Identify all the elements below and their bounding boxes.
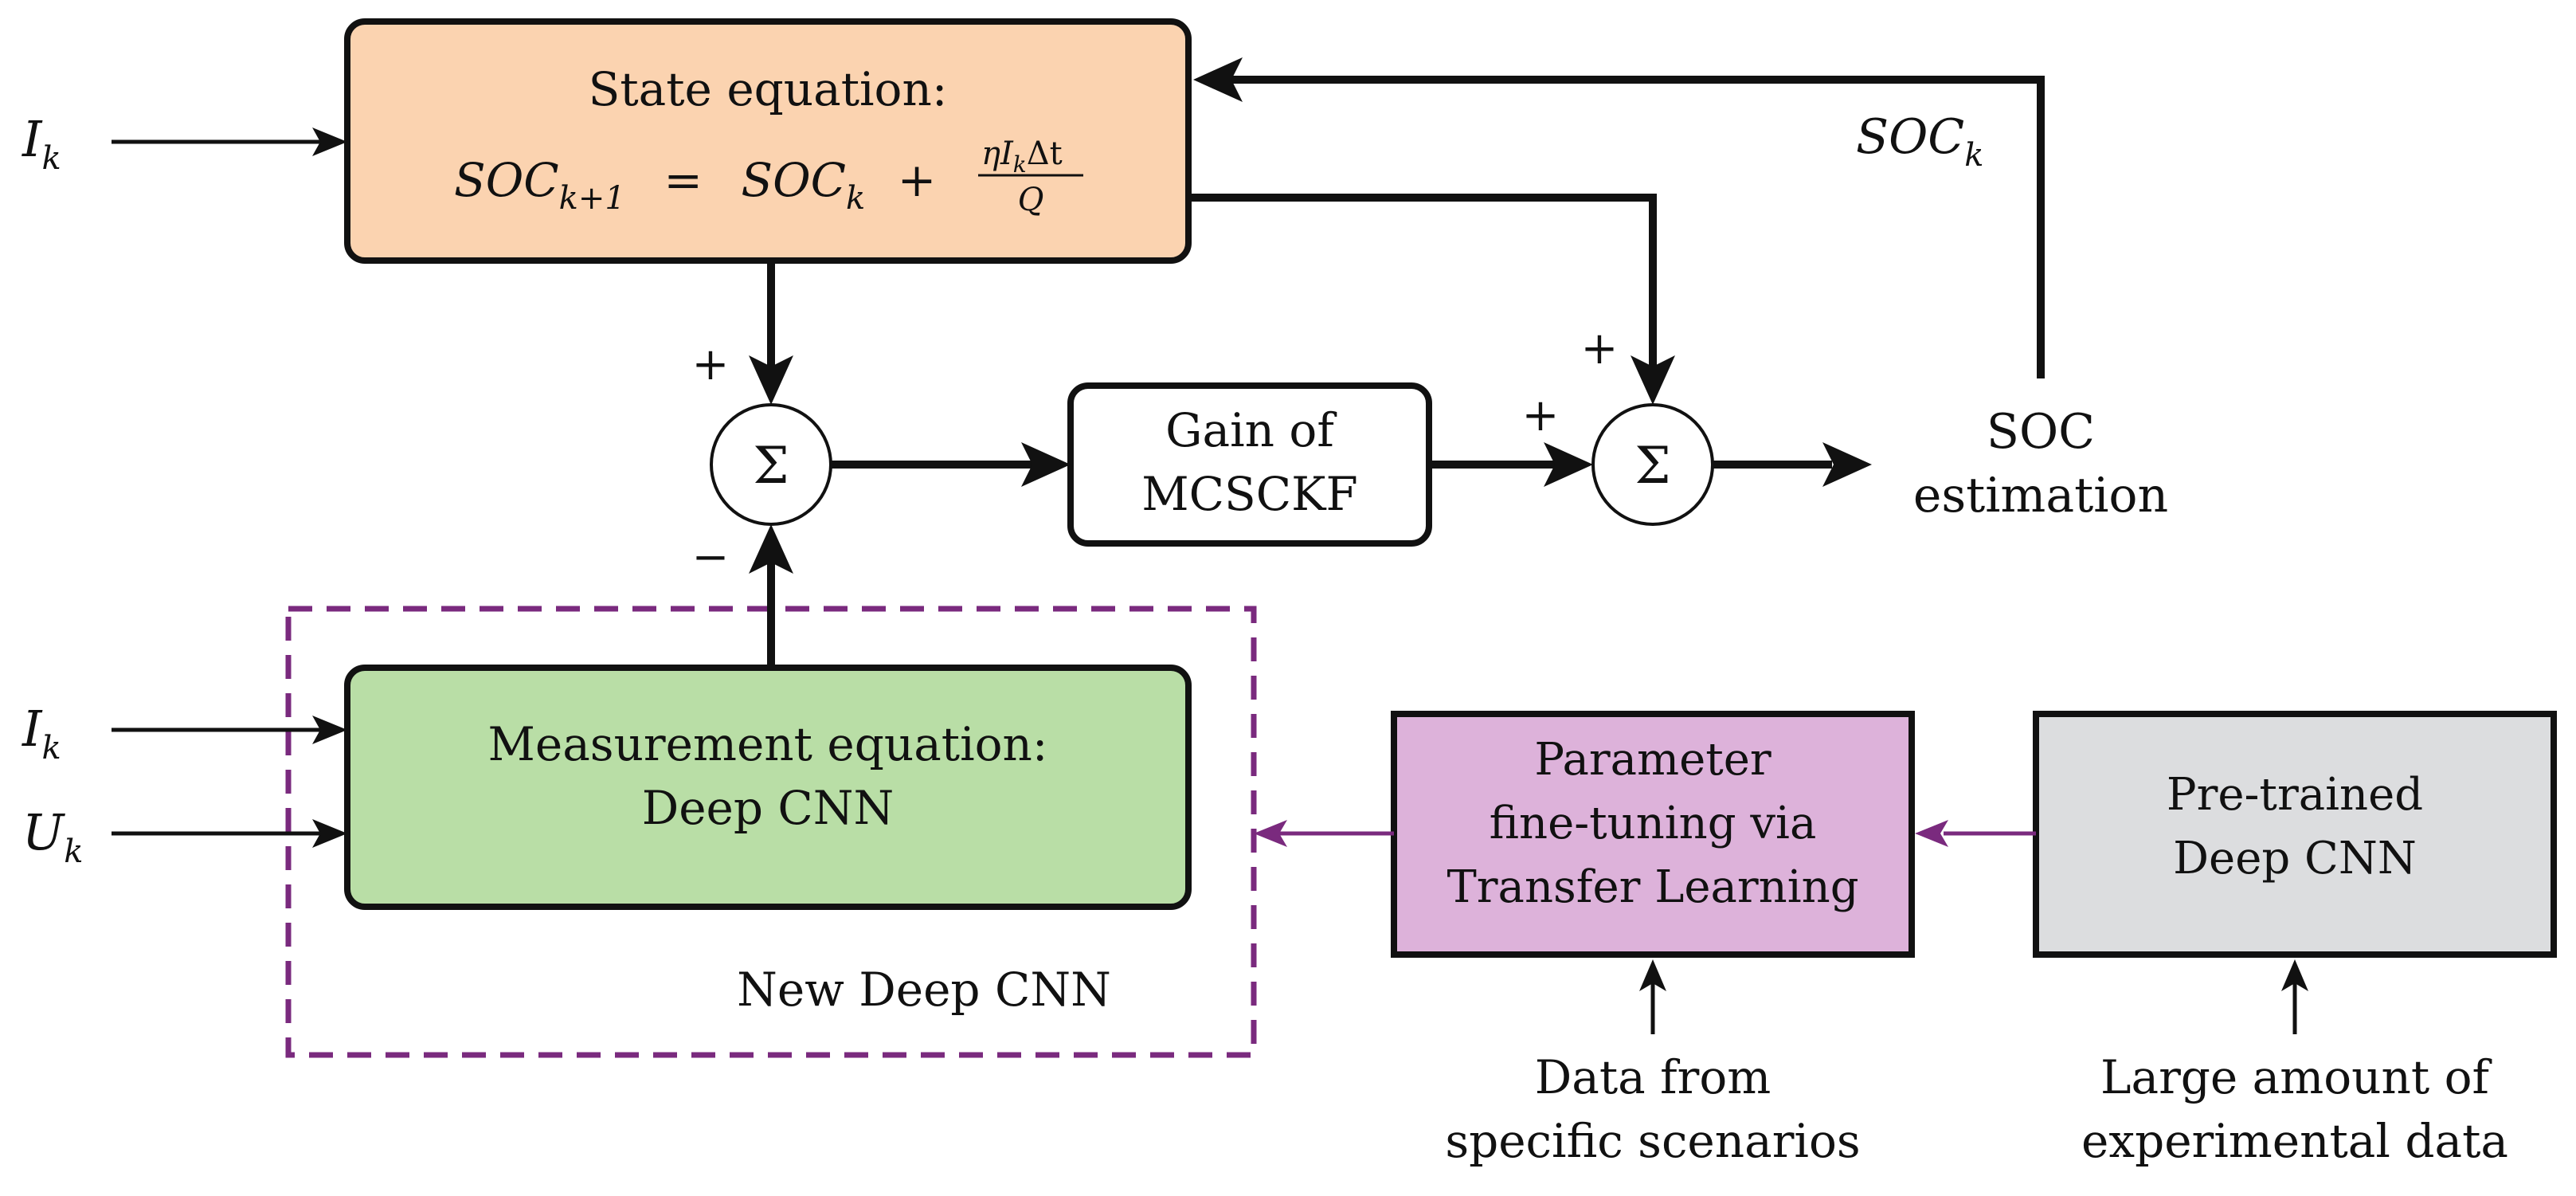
data-specific-line2: specific scenarios [1445,1114,1860,1168]
measurement-equation-block [344,665,1192,910]
pretrained-to-transfer-arrowhead [1915,820,1948,847]
measurement-title: Measurement equation: [488,717,1048,771]
sum2-symbol: Σ [1634,437,1670,496]
state-to-sum2-arrowhead [1631,355,1675,405]
data-large-line2: experimental data [2081,1114,2508,1168]
uk-label: Uk [22,803,84,870]
output-arrowhead [1822,442,1872,487]
uk-arrowhead [312,819,347,848]
output-line2: estimation [1913,468,2168,523]
gain-line1: Gain of [1165,403,1337,457]
sum1-to-gain-arrowhead [1021,442,1071,487]
sum2-plus-top-sign: + [1581,323,1619,374]
feedback-label: SOCk [1856,109,1983,174]
data-specific-arrowhead [1639,959,1666,991]
transfer-line2: fine-tuning via [1490,798,1817,849]
transfer-line1: Parameter [1534,734,1771,786]
feedback-arrowhead [1193,57,1243,102]
state-to-sum2-line [1188,194,1657,374]
sum2-plus-left-sign: + [1522,390,1560,441]
ik-bottom-label: Ik [22,700,61,767]
gain-to-sum2-arrowhead [1544,442,1593,487]
pretrained-line1: Pre-trained [2167,769,2423,821]
new-deep-cnn-label: New Deep CNN [737,963,1111,1017]
gain-line2: MCSCKF [1141,467,1357,521]
data-large-arrowhead [2281,959,2308,991]
transfer-learning-block [1391,711,1915,958]
data-large-line1: Large amount of [2100,1050,2492,1104]
data-specific-line1: Data from [1535,1050,1771,1104]
state-equation-block [344,18,1192,264]
measurement-subtitle: Deep CNN [642,781,895,835]
state-equation-title: State equation: [589,62,948,116]
ik-top-label: Ik [22,110,61,177]
sum1-plus-sign: + [692,339,730,390]
transfer-line3: Transfer Learning [1447,861,1858,913]
state-fraction-numerator: ηIkΔt [981,135,1063,178]
output-line1: SOC [1987,404,2095,460]
pretrained-line2: Deep CNN [2173,833,2417,884]
sum1-symbol: Σ [753,437,789,496]
transfer-to-cnn-arrowhead [1254,820,1287,847]
sum1-minus-sign: − [692,531,730,583]
state-fraction-denominator: Q [1018,182,1044,218]
measurement-to-sum1-arrowhead [749,524,793,574]
state-equation-formula: SOCk+1 = SOCk + [454,153,936,220]
ik-bottom-arrowhead [312,716,347,744]
ik-top-arrowhead [312,127,347,156]
feedback-line [1231,76,2045,378]
state-to-sum1-arrowhead [749,355,793,405]
